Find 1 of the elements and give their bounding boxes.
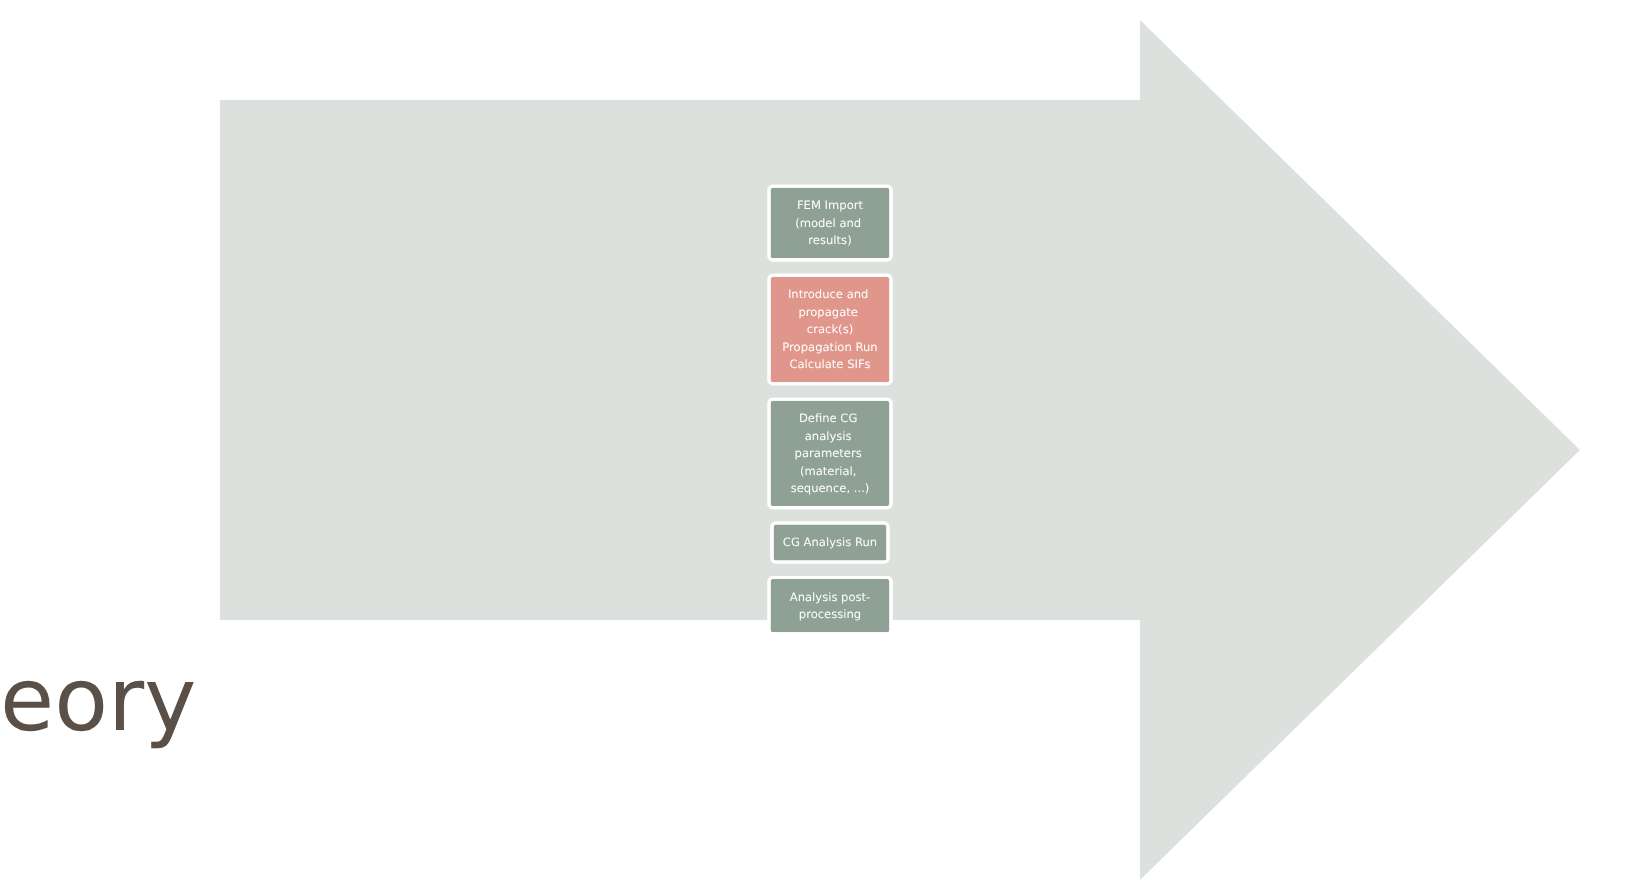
heading-fragment: eory (0, 650, 197, 752)
